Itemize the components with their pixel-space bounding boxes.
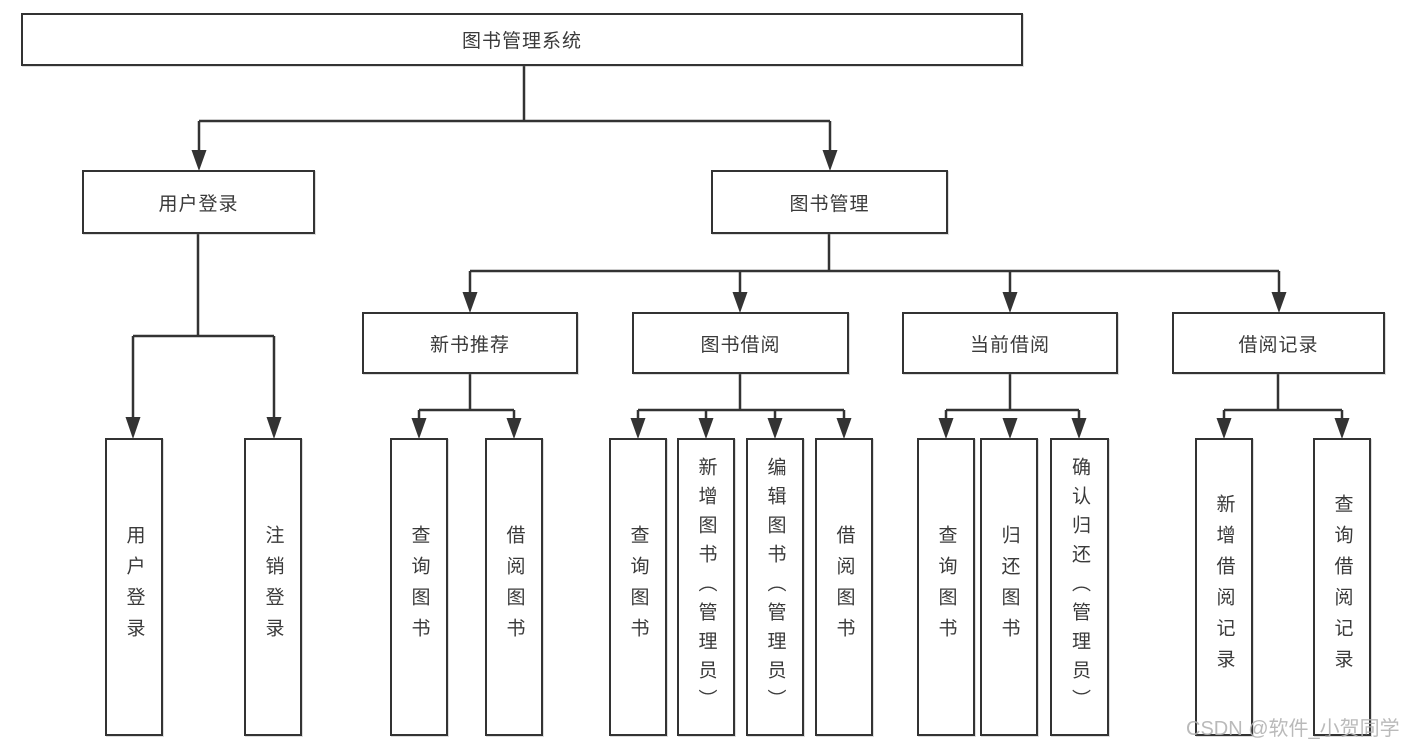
leaf-current-return-books-label: 归还图书 [998, 525, 1020, 649]
node-user-login-branch: 用户登录 [82, 170, 315, 234]
leaf-user-login: 用户登录 [105, 438, 163, 736]
leaf-borrow-add-books-admin: 新增图书（管理员） [677, 438, 735, 736]
leaf-record-add-record: 新增借阅记录 [1195, 438, 1253, 736]
leaf-user-login-label: 用户登录 [123, 525, 145, 649]
connector-bookmgmt-to-groups [462, 234, 1287, 313]
node-new-book-recommend: 新书推荐 [362, 312, 578, 374]
leaf-logout-label: 注销登录 [262, 525, 284, 649]
connector-borrow-to-leaves [630, 374, 852, 439]
node-user-login-branch-label: 用户登录 [158, 193, 239, 215]
node-book-borrowing-label: 图书借阅 [700, 334, 781, 356]
node-book-management-label: 图书管理 [789, 193, 870, 215]
connector-userlogin-to-leaves [125, 234, 282, 439]
node-book-borrowing: 图书借阅 [632, 312, 849, 374]
leaf-logout: 注销登录 [244, 438, 302, 736]
leaf-borrow-query-books-label: 查询图书 [627, 525, 649, 649]
node-book-management: 图书管理 [711, 170, 948, 234]
leaf-newbook-borrow-books-label: 借阅图书 [503, 525, 525, 649]
leaf-borrow-query-books: 查询图书 [609, 438, 667, 736]
leaf-current-confirm-return-admin-label: 确认归还（管理员） [1069, 456, 1090, 718]
leaf-newbook-query-books-label: 查询图书 [408, 525, 430, 649]
connector-root-to-level2 [191, 66, 838, 171]
node-root-label: 图书管理系统 [461, 31, 582, 52]
leaf-record-add-record-label: 新增借阅记录 [1213, 494, 1235, 680]
node-current-borrowing-label: 当前借阅 [969, 334, 1050, 356]
leaf-record-query-record: 查询借阅记录 [1313, 438, 1371, 736]
leaf-newbook-borrow-books: 借阅图书 [485, 438, 543, 736]
leaf-current-query-books-label: 查询图书 [935, 525, 957, 649]
node-borrowing-records-label: 借阅记录 [1238, 334, 1319, 356]
leaf-record-query-record-label: 查询借阅记录 [1331, 494, 1353, 680]
connector-current-to-leaves [938, 374, 1087, 439]
node-borrowing-records: 借阅记录 [1172, 312, 1385, 374]
connector-newbook-to-leaves [411, 374, 522, 439]
node-root-library-system: 图书管理系统 [21, 13, 1023, 66]
leaf-borrow-borrow-books-label: 借阅图书 [833, 525, 855, 649]
leaf-borrow-edit-books-admin: 编辑图书（管理员） [746, 438, 804, 736]
connector-record-to-leaves [1216, 374, 1350, 439]
node-new-book-recommend-label: 新书推荐 [429, 334, 510, 356]
leaf-current-return-books: 归还图书 [980, 438, 1038, 736]
leaf-borrow-edit-books-admin-label: 编辑图书（管理员） [764, 456, 786, 718]
csdn-watermark: CSDN @软件_小贺同学 [1186, 718, 1400, 740]
leaf-borrow-add-books-admin-label: 新增图书（管理员） [695, 456, 717, 718]
leaf-current-query-books: 查询图书 [917, 438, 975, 736]
leaf-newbook-query-books: 查询图书 [390, 438, 448, 736]
leaf-borrow-borrow-books: 借阅图书 [815, 438, 873, 736]
leaf-current-confirm-return-admin: 确认归还（管理员） [1050, 438, 1109, 736]
node-current-borrowing: 当前借阅 [902, 312, 1118, 374]
